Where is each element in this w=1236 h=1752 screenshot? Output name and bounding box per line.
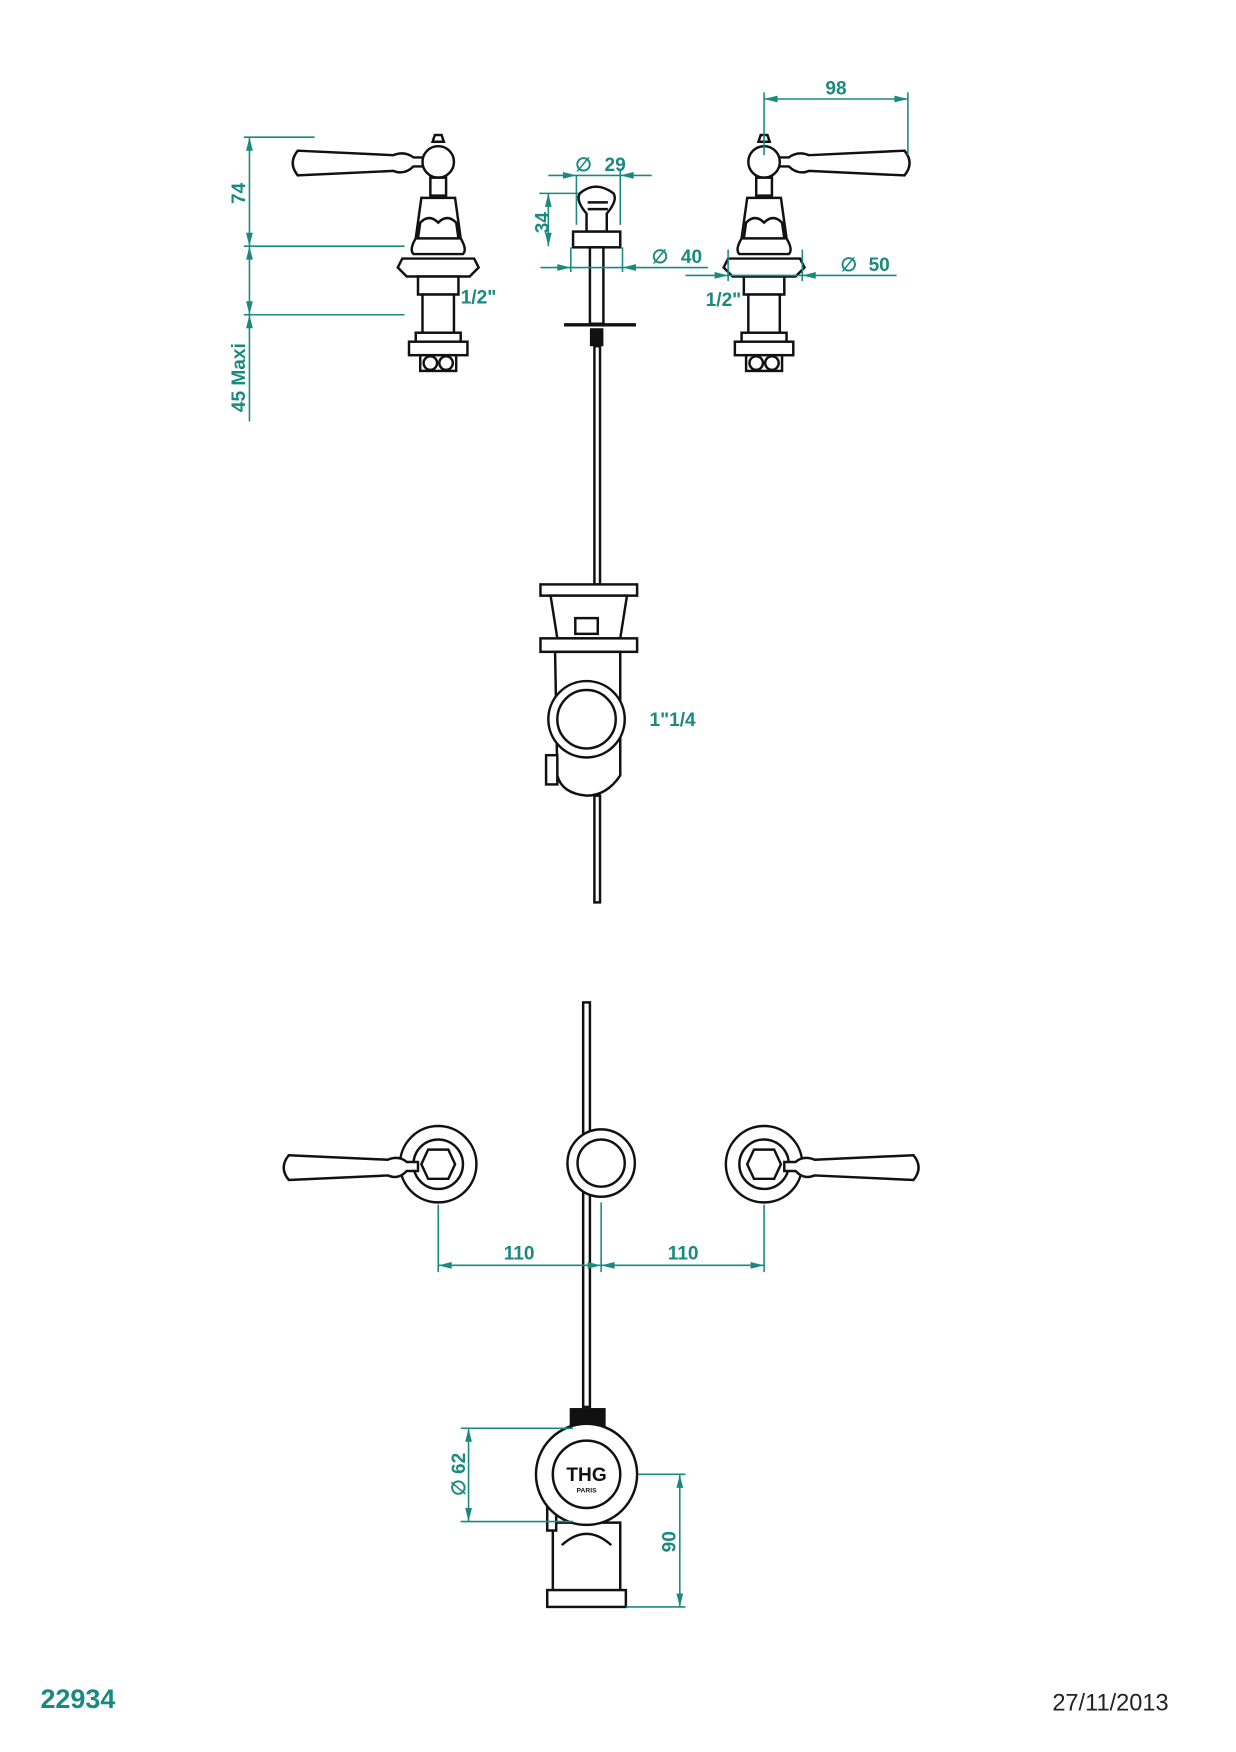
dimension-arrowhead [465, 1508, 472, 1522]
drawing-date: 27/11/2013 [1052, 1689, 1168, 1715]
dim-below-deck: 45 Maxi [229, 343, 250, 412]
dimension-arrowhead [544, 193, 552, 207]
dim-knob-base-diameter: 40 [681, 247, 702, 268]
diameter-symbol: ∅ [652, 247, 669, 268]
left-valve-top-view [282, 1124, 478, 1204]
dimension-arrowhead [246, 137, 253, 151]
product-reference: 22934 [40, 1684, 115, 1714]
dim-valve-base-diameter: 50 [869, 255, 890, 276]
dimension-arrowhead [246, 301, 253, 315]
dimension-arrowhead [622, 264, 636, 271]
dimension-arrowhead [894, 95, 908, 103]
right-valve-side-view [722, 133, 911, 373]
dim-thread-left: 1/2" [461, 288, 497, 309]
dimension-lines [243, 92, 909, 1608]
dim-waste-diameter: ∅ 62 [449, 1453, 470, 1496]
dim-handle-height: 74 [229, 182, 250, 204]
dimension-arrowhead [620, 172, 634, 179]
dimension-arrowhead [676, 1593, 684, 1607]
dimension-arrowhead [438, 1261, 452, 1269]
dim-knob-height: 34 [532, 212, 553, 234]
dim-waste-height: 90 [659, 1531, 680, 1552]
knob-top-view [566, 1001, 637, 1409]
dimension-arrowhead [802, 272, 816, 279]
waste-side-view [539, 583, 639, 904]
dim-knob-diameter: 29 [605, 155, 626, 176]
dimension-arrowhead [557, 264, 571, 271]
dimension-arrowhead [544, 232, 552, 247]
diameter-symbol: ∅ [840, 255, 857, 276]
dimension-arrowhead [246, 232, 253, 247]
dimension-arrowhead [714, 272, 729, 279]
dimension-arrowhead [562, 172, 577, 179]
dim-waste-thread: 1"1/4 [649, 710, 696, 731]
diameter-symbol: ∅ [575, 155, 592, 176]
dim-handle-reach: 98 [825, 79, 847, 100]
pop-up-knob-side-view [564, 185, 636, 586]
dimension-arrowhead [587, 1261, 602, 1269]
dimension-arrowhead [246, 246, 253, 260]
dimension-arrowhead [750, 1261, 765, 1269]
dimension-arrowhead [465, 1428, 472, 1442]
left-valve-side-view [291, 133, 480, 373]
thg-logo-sub: PARIS [576, 1487, 597, 1494]
dim-spacing-right: 110 [668, 1244, 699, 1265]
right-valve-top-view [724, 1124, 920, 1204]
dimension-arrowhead [676, 1474, 684, 1488]
dim-thread-right: 1/2" [706, 290, 742, 311]
dimension-arrowhead [246, 314, 253, 329]
dim-spacing-left: 110 [504, 1244, 535, 1265]
dimension-arrowhead [764, 95, 778, 103]
thg-logo: THG [566, 1465, 606, 1486]
waste-front-view: THG PARIS [534, 1408, 639, 1609]
dimension-arrowhead [601, 1261, 615, 1269]
